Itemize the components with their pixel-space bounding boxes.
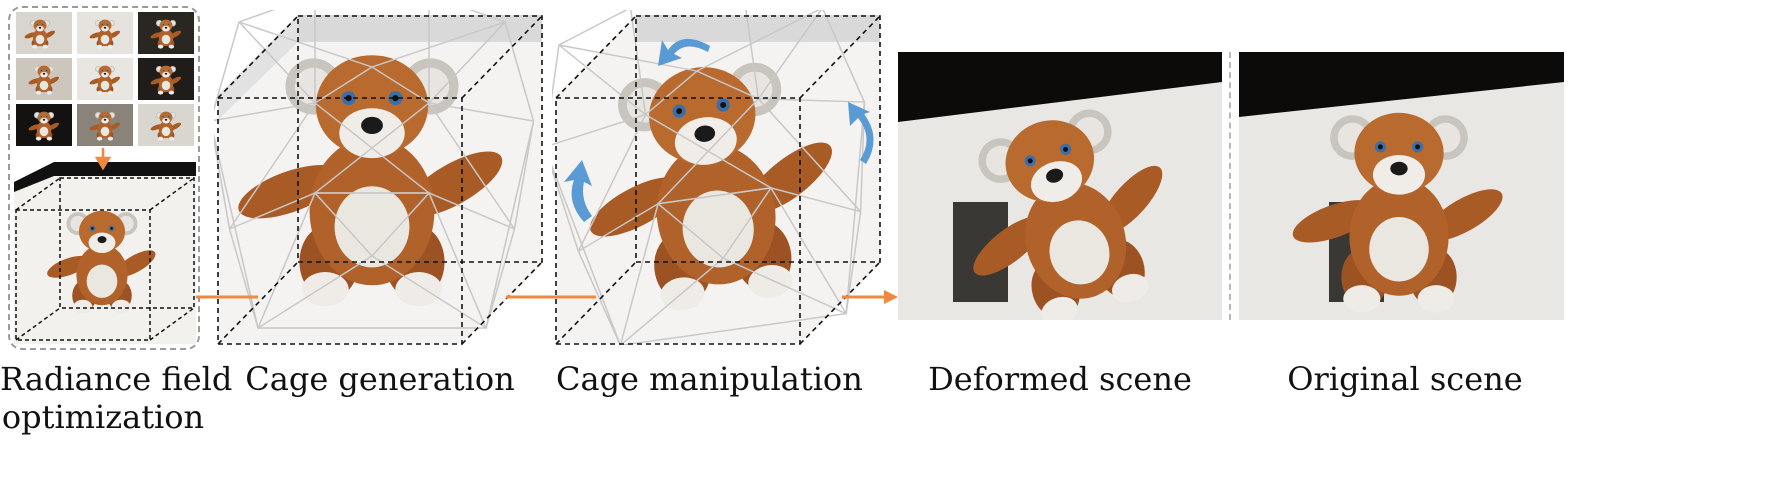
input-image-grid: [16, 12, 194, 146]
caption-cage-manipulation: Cage manipulation: [556, 360, 863, 398]
caption-radiance-line1: Radiance field: [0, 360, 233, 398]
arrow-right-head-icon: [884, 290, 898, 304]
deformed-scene-photo: [898, 52, 1222, 320]
thumb-3: [138, 12, 194, 54]
thumb-9: [138, 104, 194, 146]
caption-original-scene: Original scene: [1287, 360, 1523, 398]
original-scene-photo: [1239, 52, 1564, 320]
thumb-6: [138, 58, 194, 100]
rotation-arrow-left-arm: [564, 160, 592, 222]
rotation-arrow-right-arm: [848, 102, 874, 164]
rotation-arrow-head: [658, 38, 710, 66]
caption-radiance-field: Radiance field optimization: [0, 360, 233, 436]
cage-generation-figure: [209, 0, 546, 345]
thumb-8: [77, 104, 133, 146]
caption-deformed-scene: Deformed scene: [928, 360, 1192, 398]
caption-radiance-line2: optimization: [1, 398, 205, 436]
cage-manipulation-figure: [526, 0, 894, 353]
thumb-1: [16, 12, 72, 54]
input-images-panel: [8, 6, 200, 350]
thumb-5: [77, 58, 133, 100]
thumb-4: [16, 58, 72, 100]
scene-separator: [1229, 52, 1231, 320]
radiance-field-render: [14, 162, 196, 344]
thumb-7: [16, 104, 72, 146]
thumb-2: [77, 12, 133, 54]
caption-cage-generation: Cage generation: [245, 360, 515, 398]
